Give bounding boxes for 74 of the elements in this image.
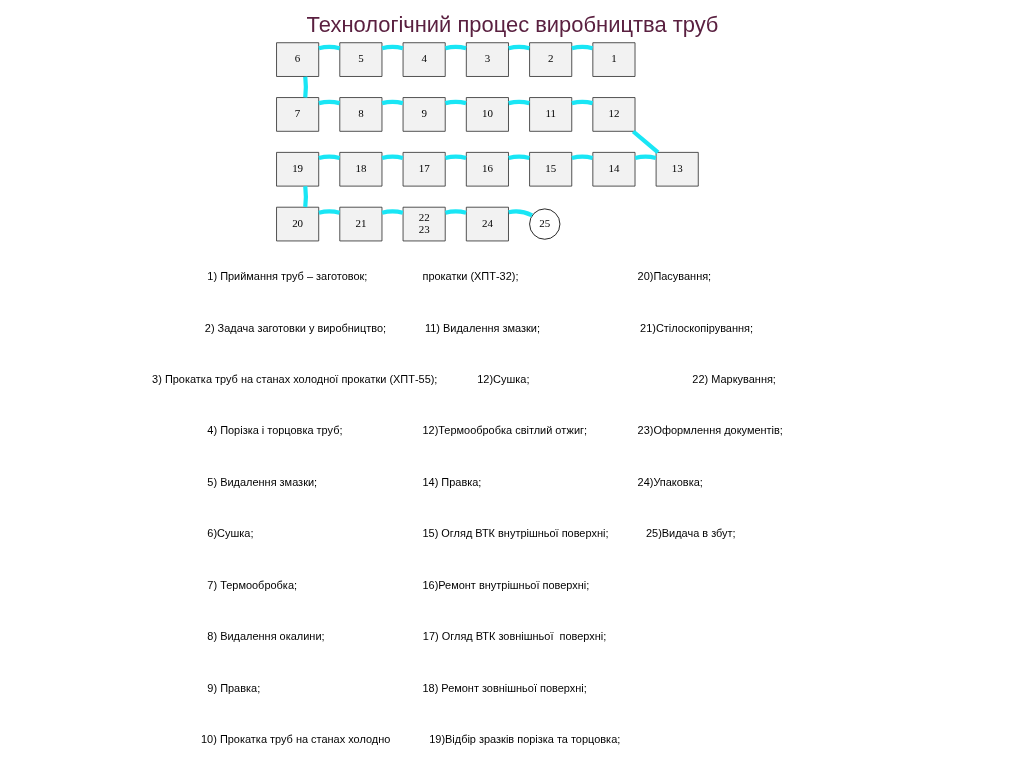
label: 3) Прокатка труб на станах холодної прокатки (ХПТ-55); xyxy=(151,372,437,385)
connector xyxy=(444,209,467,215)
label: 6)Сушка; xyxy=(206,527,253,540)
node-box: 10 xyxy=(465,97,509,132)
node-box: 15 xyxy=(528,151,572,187)
connector xyxy=(381,209,403,215)
label: 18) Ремонт зовнішньої поверхні; xyxy=(421,681,587,694)
connector xyxy=(444,99,467,106)
node-box: 22 23 xyxy=(402,206,446,242)
label: 11) Видалення змазки; xyxy=(424,321,540,334)
connector xyxy=(302,186,308,208)
label: 24)Упаковка; xyxy=(637,475,703,488)
label: 10) Прокатка труб на станах холодно xyxy=(200,733,390,746)
connector xyxy=(302,76,308,98)
node-circle: 25 xyxy=(528,208,560,240)
node-box: 19 xyxy=(275,151,319,187)
node-box: 12 xyxy=(591,97,635,132)
connector xyxy=(317,154,340,160)
node-box: 14 xyxy=(591,151,635,187)
node-box: 24 xyxy=(465,206,509,242)
node-box: 4 xyxy=(402,42,446,77)
connector xyxy=(317,44,340,51)
connector xyxy=(381,154,403,160)
label: 15) Огляд ВТК внутрішньої поверхні; xyxy=(421,527,608,540)
node-box: 8 xyxy=(338,97,382,132)
node-box: 3 xyxy=(465,42,509,77)
label: 12)Сушка; xyxy=(476,372,529,385)
label: 12)Термообробка світлий отжиг; xyxy=(421,424,587,437)
connector xyxy=(570,154,593,160)
node-box: 18 xyxy=(338,151,382,187)
connector xyxy=(381,44,403,51)
connector xyxy=(507,154,530,160)
label: 7) Термообробка; xyxy=(206,578,297,591)
connector xyxy=(507,44,530,51)
label: 4) Порізка і торцовка труб; xyxy=(206,424,343,437)
label: 8) Видалення окалини; xyxy=(206,630,325,643)
connector xyxy=(381,99,403,106)
node-box: 11 xyxy=(528,97,572,132)
connector xyxy=(317,99,340,106)
node-box: 13 xyxy=(655,151,699,187)
node-box: 21 xyxy=(338,206,382,242)
node-box: 9 xyxy=(402,97,446,132)
label: 21)Стілоскопірування; xyxy=(639,321,753,334)
label: 23)Оформлення документів; xyxy=(637,424,783,437)
node-box: 16 xyxy=(465,151,509,187)
connector xyxy=(507,99,530,106)
diagram-title: Технологічний процес виробництва труб xyxy=(306,12,718,38)
label: 5) Видалення змазки; xyxy=(206,475,317,488)
label: 19)Відбір зразків порізка та торцовка; xyxy=(428,733,620,746)
node-box: 7 xyxy=(275,97,319,132)
label: 1) Приймання труб – заготовок; xyxy=(206,270,367,283)
node-box: 20 xyxy=(275,206,319,242)
label: 2) Задача заготовки у виробництво; xyxy=(204,321,386,334)
label: 20)Пасування; xyxy=(637,270,711,283)
connector xyxy=(444,154,467,160)
label: 25)Видача в збут; xyxy=(645,527,736,540)
node-box: 17 xyxy=(402,151,446,187)
node-box: 6 xyxy=(275,42,319,77)
label: 14) Правка; xyxy=(421,475,481,488)
connector xyxy=(634,154,656,160)
label: 9) Правка; xyxy=(206,681,260,694)
connector xyxy=(317,209,340,215)
connector xyxy=(631,129,659,154)
connector xyxy=(570,44,593,51)
connector xyxy=(444,44,467,51)
node-box: 5 xyxy=(338,42,382,77)
label: прокатки (ХПТ-32); xyxy=(421,270,518,283)
label: 22) Маркування; xyxy=(691,372,776,385)
connector xyxy=(570,99,593,106)
label: 16)Ремонт внутрішньої поверхні; xyxy=(421,578,589,591)
node-box: 2 xyxy=(528,42,572,77)
label: 17) Огляд ВТК зовнішньої поверхні; xyxy=(422,630,606,643)
connector xyxy=(507,209,533,218)
node-box: 1 xyxy=(591,42,635,77)
